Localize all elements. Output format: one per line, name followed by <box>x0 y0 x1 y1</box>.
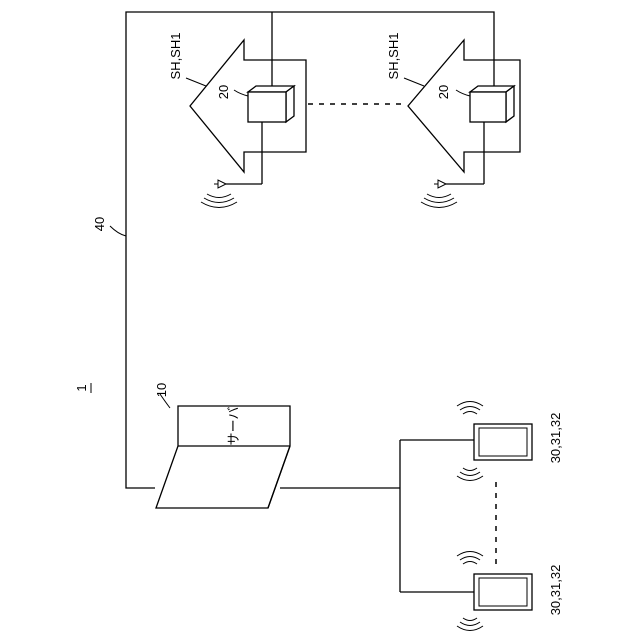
terminal-links <box>280 440 474 592</box>
terminal-1-body <box>474 424 532 460</box>
home-1-device-side <box>286 86 294 122</box>
terminal-2-ref: 30,31,32 <box>548 565 563 616</box>
home-2-label: SH,SH1 <box>386 33 401 80</box>
server: サーバ 10 <box>154 383 290 508</box>
terminal-2: 30,31,32 <box>457 552 563 631</box>
terminal-1-signal-icon-top <box>457 402 483 415</box>
home-2: 20 SH,SH1 <box>386 33 520 208</box>
home-2-device-side <box>506 86 514 122</box>
server-reference: 10 <box>154 383 169 397</box>
terminal-1-ref: 30,31,32 <box>548 413 563 464</box>
home-1-device-ref: 20 <box>216 85 231 99</box>
network-leader <box>110 226 126 236</box>
network-label: 40 <box>92 217 107 231</box>
terminal-2-body <box>474 574 532 610</box>
server-label: サーバ <box>226 407 241 446</box>
home-2-leader <box>404 78 424 86</box>
terminal-2-signal-icon-top <box>457 552 483 565</box>
terminal-2-signal-icon-bottom <box>457 618 483 631</box>
server-body <box>156 406 290 508</box>
home-2-device-front <box>470 92 506 122</box>
system-reference: 1 <box>74 383 91 393</box>
home-1-leader <box>186 78 206 86</box>
terminal-1: 30,31,32 <box>457 402 563 481</box>
home-1: 20 SH,SH1 <box>168 33 306 208</box>
home-1-device-front <box>248 92 286 122</box>
home-1-label: SH,SH1 <box>168 33 183 80</box>
home-2-device-ref: 20 <box>436 85 451 99</box>
terminal-1-signal-icon-bottom <box>457 468 483 481</box>
system-reference-label: 1 <box>74 384 89 391</box>
